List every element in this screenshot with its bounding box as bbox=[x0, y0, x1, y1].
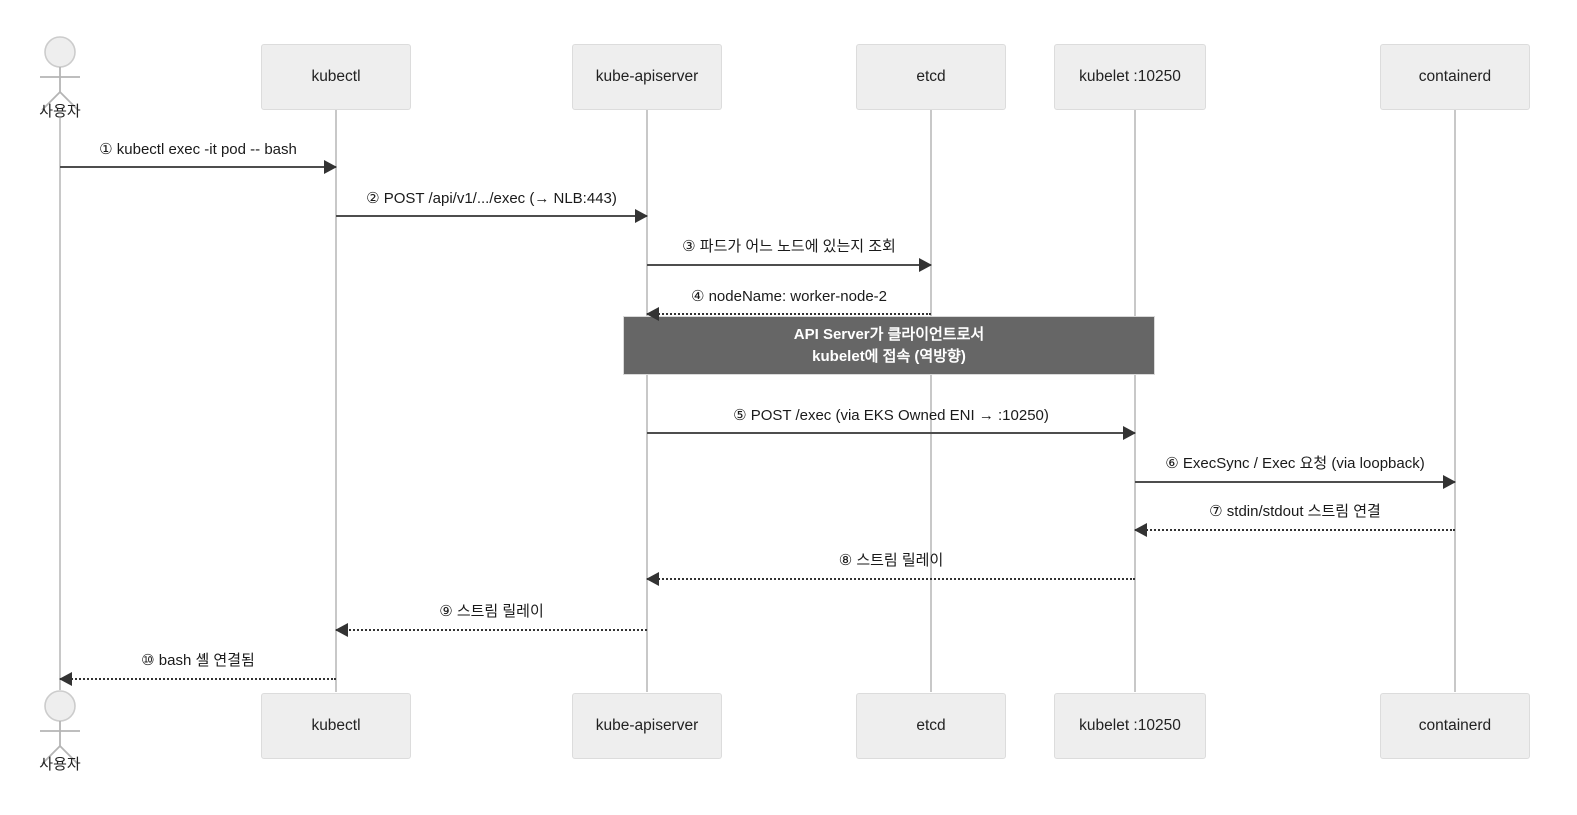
message-label: ⑤ POST /exec (via EKS Owned ENI → :10250… bbox=[733, 407, 1049, 424]
message-line bbox=[647, 432, 1135, 434]
message-2-kubectl-to-kube-apiserver: ② POST /api/v1/.../exec (→ NLB:443) bbox=[336, 190, 648, 223]
message-6-kubelet-to-containerd: ⑥ ExecSync / Exec 요청 (via loopback) bbox=[1135, 455, 1456, 489]
message-3-kube-apiserver-to-etcd: ③ 파드가 어느 노드에 있는지 조회 bbox=[647, 238, 932, 272]
arrowhead-icon bbox=[1443, 475, 1456, 489]
message-5-kube-apiserver-to-kubelet: ⑤ POST /exec (via EKS Owned ENI → :10250… bbox=[647, 407, 1136, 440]
message-10-kubectl-to-actor: ⑩ bash 셸 연결됨 bbox=[59, 652, 336, 686]
message-line bbox=[336, 629, 647, 631]
arrowhead-icon bbox=[1134, 523, 1147, 537]
participant-top-etcd[interactable]: etcd bbox=[856, 44, 1006, 110]
message-label: ⑩ bash 셸 연결됨 bbox=[141, 652, 255, 669]
lifeline-kubectl bbox=[335, 110, 337, 692]
arrowhead-icon bbox=[635, 209, 648, 223]
arrowhead-icon bbox=[59, 672, 72, 686]
lifeline-etcd bbox=[930, 110, 932, 692]
participant-label: kubelet :10250 bbox=[1079, 67, 1181, 85]
arrowhead-icon bbox=[646, 572, 659, 586]
participant-label: kube-apiserver bbox=[595, 67, 699, 85]
actor-bottom-user bbox=[28, 690, 92, 766]
message-label: ④ nodeName: worker-node-2 bbox=[690, 288, 888, 305]
actor-top-user-label: 사용자 bbox=[39, 103, 81, 120]
participant-label: kubectl bbox=[311, 716, 361, 734]
message-line bbox=[647, 578, 1135, 580]
note-reverse-connection-note: API Server가 클라이언트로서 kubelet에 접속 (역방향) bbox=[623, 316, 1155, 375]
message-1-actor-to-kubectl: ① kubectl exec -it pod -- bash bbox=[60, 141, 337, 174]
arrowhead-icon bbox=[1123, 426, 1136, 440]
actor-bottom-user-label: 사용자 bbox=[39, 756, 81, 773]
message-4-etcd-to-kube-apiserver: ④ nodeName: worker-node-2 bbox=[646, 288, 931, 321]
participant-label: kubelet :10250 bbox=[1079, 716, 1181, 734]
message-line bbox=[336, 215, 647, 217]
message-label: ① kubectl exec -it pod -- bash bbox=[99, 141, 297, 158]
message-label: ⑥ ExecSync / Exec 요청 (via loopback) bbox=[1165, 455, 1425, 472]
message-line bbox=[647, 264, 931, 266]
participant-top-kubectl[interactable]: kubectl bbox=[261, 44, 411, 110]
arrowhead-icon bbox=[919, 258, 932, 272]
message-label: ⑦ stdin/stdout 스트림 연결 bbox=[1209, 503, 1381, 520]
message-line bbox=[1135, 529, 1455, 531]
participant-bottom-etcd[interactable]: etcd bbox=[856, 693, 1006, 759]
participant-bottom-kubectl[interactable]: kubectl bbox=[261, 693, 411, 759]
message-label: ⑨ 스트림 릴레이 bbox=[439, 603, 544, 620]
lifeline-kubelet bbox=[1134, 110, 1136, 692]
note-line1: API Server가 클라이언트로서 bbox=[793, 326, 985, 344]
message-label: ③ 파드가 어느 노드에 있는지 조회 bbox=[682, 238, 896, 255]
participant-bottom-kubelet[interactable]: kubelet :10250 bbox=[1054, 693, 1206, 759]
participant-bottom-kube-apiserver[interactable]: kube-apiserver bbox=[572, 693, 722, 759]
message-label: ② POST /api/v1/.../exec (→ NLB:443) bbox=[366, 190, 617, 207]
message-7-containerd-to-kubelet: ⑦ stdin/stdout 스트림 연결 bbox=[1134, 503, 1455, 537]
participant-label: etcd bbox=[916, 716, 946, 734]
message-line bbox=[60, 166, 336, 168]
message-label: ⑧ 스트림 릴레이 bbox=[838, 552, 944, 569]
participant-top-kubelet[interactable]: kubelet :10250 bbox=[1054, 44, 1206, 110]
participant-label: etcd bbox=[916, 67, 946, 85]
actor-top-user bbox=[28, 36, 92, 112]
arrowhead-icon bbox=[335, 623, 348, 637]
participant-top-kube-apiserver[interactable]: kube-apiserver bbox=[572, 44, 722, 110]
participant-label: kube-apiserver bbox=[595, 716, 699, 734]
participant-top-containerd[interactable]: containerd bbox=[1380, 44, 1530, 110]
message-line bbox=[60, 678, 336, 680]
participant-label: kubectl bbox=[311, 67, 361, 85]
message-9-kube-apiserver-to-kubectl: ⑨ 스트림 릴레이 bbox=[335, 603, 647, 637]
message-8-kubelet-to-kube-apiserver: ⑧ 스트림 릴레이 bbox=[646, 552, 1135, 586]
arrowhead-icon bbox=[646, 307, 659, 321]
participant-label: containerd bbox=[1418, 67, 1492, 85]
message-line bbox=[647, 313, 931, 315]
lifeline-containerd bbox=[1454, 110, 1456, 692]
lifeline-actor-user bbox=[59, 118, 61, 690]
note-line2: kubelet에 접속 (역방향) bbox=[812, 347, 966, 365]
participant-label: containerd bbox=[1418, 716, 1492, 734]
message-line bbox=[1135, 481, 1455, 483]
arrowhead-icon bbox=[324, 160, 337, 174]
participant-bottom-containerd[interactable]: containerd bbox=[1380, 693, 1530, 759]
lifeline-kube-apiserver bbox=[646, 110, 648, 692]
